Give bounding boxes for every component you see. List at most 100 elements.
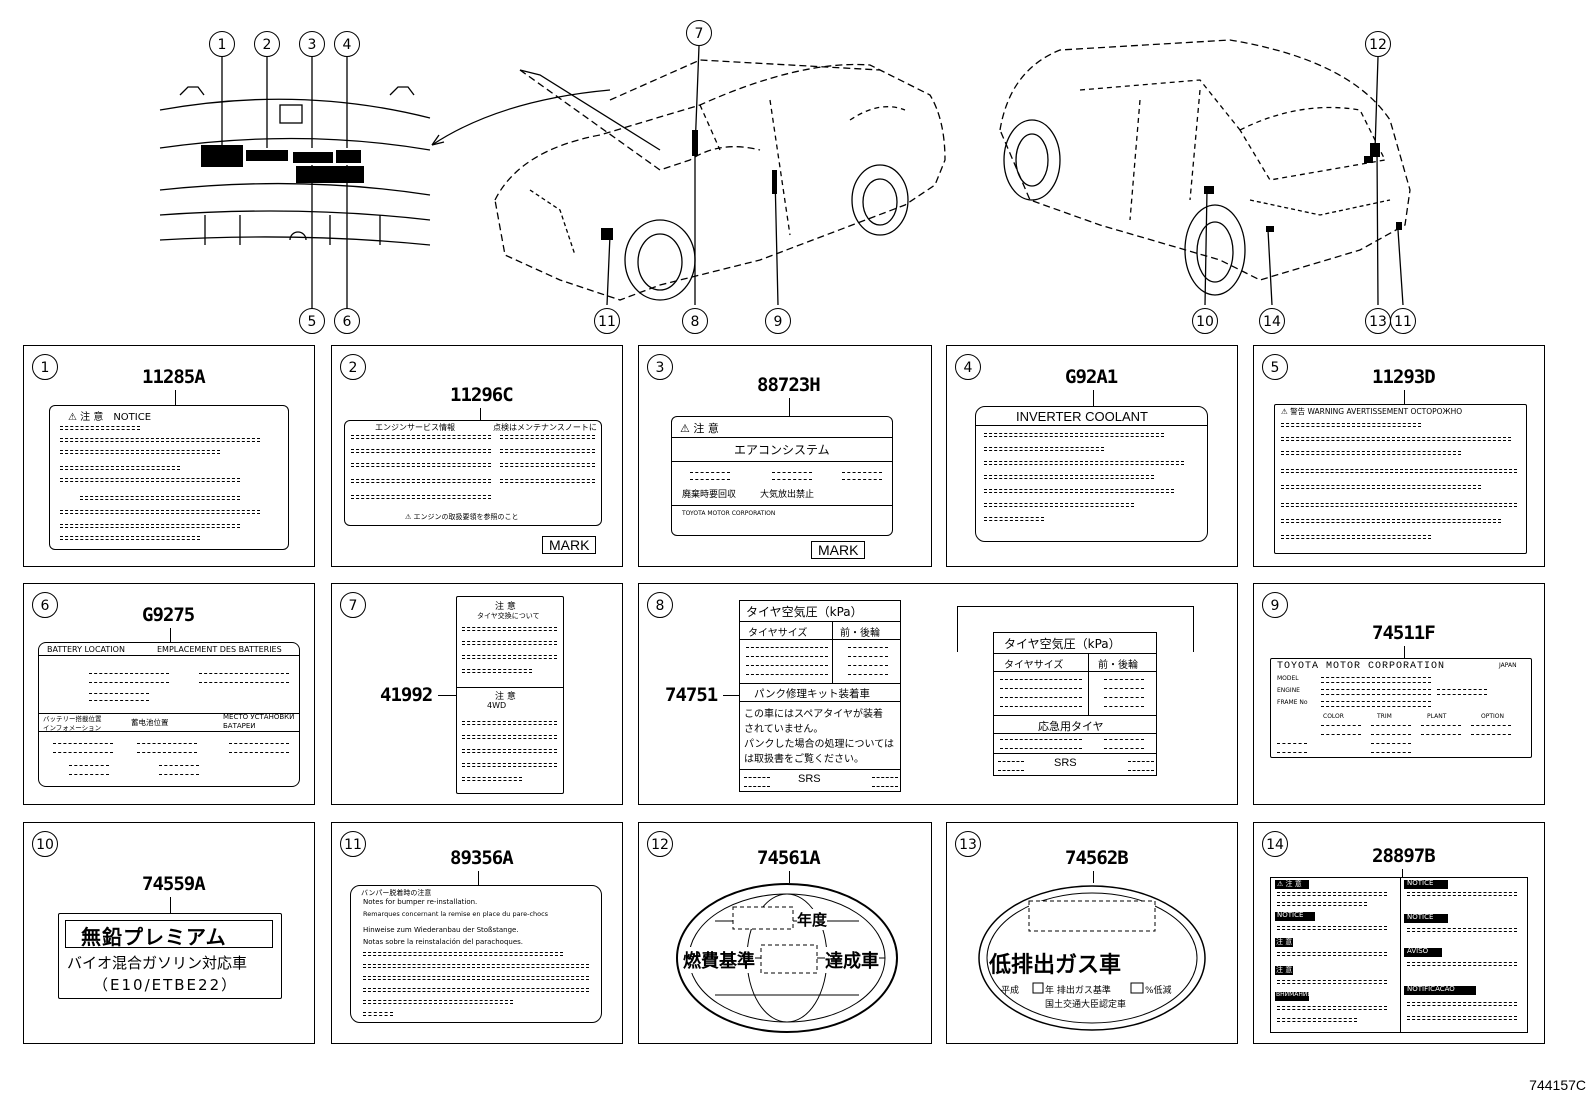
panel-index: 5 — [1262, 354, 1288, 380]
overview-callout: 11 — [594, 308, 620, 334]
overview-callout: 3 — [299, 31, 325, 57]
label-subheading: 点検はメンテナンスノートに — [493, 423, 597, 432]
label-text: 蓄电池位置 — [131, 718, 169, 727]
column-header: 前・後輪 — [840, 628, 880, 639]
field-label: OPTION — [1481, 713, 1504, 720]
overview-callout: 7 — [686, 20, 712, 46]
label-heading: TOYOTA MOTOR CORPORATION — [1277, 661, 1446, 672]
label-text: この車にはスペアタイヤが装着 — [744, 709, 883, 720]
panel-index: 8 — [647, 592, 673, 618]
vehicle-overview-illustration — [159, 39, 1411, 310]
panel-index: 11 — [340, 831, 366, 857]
tire-pressure-label-a: タイヤ空気圧（kPa） タイヤサイズ 前・後輪 パンク修理キット装着車 この車に… — [739, 600, 901, 792]
overview-callout: 5 — [299, 308, 325, 334]
part-number: 74561A — [757, 847, 821, 869]
field-label: FRAME No — [1277, 699, 1308, 706]
fuel-economy-sticker — [676, 883, 898, 1033]
panel-index: 9 — [1262, 592, 1288, 618]
column-header: 前・後輪 — [1098, 660, 1138, 671]
overview-callout: 6 — [334, 308, 360, 334]
tire-caution-label: 注 意 タイヤ交換について 注 意 4WD — [456, 596, 564, 794]
panel-index: 2 — [340, 354, 366, 380]
label-title: エアコンシステム — [734, 443, 830, 457]
label-heading: エンジンサービス情報 — [375, 423, 455, 432]
notice-label: ⚠ 注 意 NOTICE — [49, 405, 289, 550]
part-number: 74511F — [1372, 622, 1436, 644]
label-heading: INVERTER COOLANT — [1016, 409, 1148, 424]
label-text: 年度 — [797, 909, 828, 930]
label-heading: 低排出ガス車 — [989, 953, 1122, 978]
label-footer: ⚠ エンジンの取扱要領を参照のこと — [405, 513, 519, 521]
label-text: Notas sobre la reinstalación del paracho… — [363, 938, 524, 946]
overview-callout: 10 — [1192, 308, 1218, 334]
label-title: タイヤ空気圧（kPa） — [746, 605, 863, 619]
label-text: Notes for bumper re-installation. — [363, 898, 478, 906]
label-heading: BATTERY LOCATION — [47, 645, 125, 654]
label-text: 達成車 — [825, 947, 879, 973]
label-panel-12: 12 74561A 年度 燃費基準 達成車 — [638, 822, 932, 1044]
part-number: 41992 — [380, 684, 433, 706]
part-number: 89356A — [450, 847, 514, 869]
label-text: Hinweise zum Wiederanbau der Stoßstange. — [363, 926, 519, 934]
label-panel-2: 2 11296C エンジンサービス情報 点検はメンテナンスノートに ⚠ エンジン… — [331, 345, 623, 567]
label-panel-8: 8 74751 タイヤ空気圧（kPa） タイヤサイズ 前・後輪 パンク修理キット… — [638, 583, 1238, 805]
label-text: 大気放出禁止 — [760, 490, 815, 500]
warning-label: ⚠ 警告 WARNING AVERTISSEMENT ОСТОРОЖНО — [1274, 404, 1527, 554]
label-panel-9: 9 74511F TOYOTA MOTOR CORPORATION JAPAN … — [1253, 583, 1545, 805]
label-panel-10: 10 74559A 無鉛プレミアム バイオ混合ガソリン対応車 （E10/ETBE… — [23, 822, 315, 1044]
multilingual-notice-label: ⚠ 注 意 NOTICE NOTICE NOTICE 注 意 AVISO 注 意… — [1270, 877, 1528, 1033]
label-heading: ⚠ 注 意 NOTICE — [68, 412, 152, 423]
overview-callout: 9 — [765, 308, 791, 334]
panel-index: 7 — [340, 592, 366, 618]
label-text: 4WD — [487, 701, 507, 710]
part-number: 74559A — [142, 873, 206, 895]
label-heading: NOTICE — [1407, 913, 1434, 921]
label-text: JAPAN — [1499, 662, 1517, 669]
label-text: 廃棄時要回収 — [682, 490, 737, 500]
part-number: 74562B — [1065, 847, 1129, 869]
label-srs: SRS — [798, 773, 821, 785]
overview-callout: 4 — [334, 31, 360, 57]
label-panel-11: 11 89356A バンパー脱着時の注意 Notes for bumper re… — [331, 822, 623, 1044]
label-text: 年 排出ガス基準 — [1045, 986, 1111, 996]
label-heading: ⚠ 注 意 — [680, 422, 719, 435]
label-heading: 注 意 — [1276, 966, 1293, 974]
overview-callout: 2 — [254, 31, 280, 57]
label-heading: 注 意 — [495, 692, 516, 702]
label-panel-6: 6 G9275 BATTERY LOCATION EMPLACEMENT DES… — [23, 583, 315, 805]
part-number: 11293D — [1372, 366, 1436, 388]
part-number: G92A1 — [1065, 366, 1118, 388]
label-heading: ВНИМАНИЕ — [1276, 991, 1312, 998]
label-text: は取扱書をご覧ください。 — [744, 754, 864, 765]
panel-index: 12 — [647, 831, 673, 857]
column-header: タイヤサイズ — [1004, 660, 1064, 671]
battery-location-label: BATTERY LOCATION EMPLACEMENT DES BATTERI… — [38, 642, 300, 787]
overview-callout: 8 — [682, 308, 708, 334]
label-heading: ⚠ 注 意 — [1277, 880, 1302, 888]
label-heading: バンパー脱着時の注意 — [361, 889, 432, 897]
part-number: 88723H — [757, 374, 821, 396]
label-text: タイヤ交換について — [477, 612, 540, 620]
label-text: %低減 — [1145, 986, 1172, 996]
label-heading: NOTICE — [1277, 911, 1304, 919]
label-text: パンク修理キット装着車 — [754, 688, 871, 700]
field-label: MODEL — [1277, 675, 1299, 682]
label-text: Remarques concernant la remise en place … — [363, 910, 549, 918]
label-text: パンクした場合の処理については — [744, 739, 894, 750]
label-text: 燃費基準 — [683, 947, 755, 973]
vehicle-id-plate: TOYOTA MOTOR CORPORATION JAPAN MODEL ENG… — [1270, 658, 1532, 758]
part-number: 11285A — [142, 366, 206, 388]
label-panel-14: 14 28897B ⚠ 注 意 NOTICE NOTICE NOTICE 注 意… — [1253, 822, 1545, 1044]
overview-callout: 14 — [1259, 308, 1285, 334]
tire-pressure-label-b: タイヤ空気圧（kPa） タイヤサイズ 前・後輪 応急用タイヤ SRS — [993, 632, 1157, 776]
diagram-reference-number: 744157C — [1529, 1077, 1586, 1093]
column-header: タイヤサイズ — [748, 628, 808, 639]
field-label: TRIM — [1377, 713, 1392, 720]
panel-index: 14 — [1262, 831, 1288, 857]
field-label: COLOR — [1323, 713, 1344, 720]
panel-index: 10 — [32, 831, 58, 857]
label-panel-7: 7 41992 注 意 タイヤ交換について 注 意 4WD — [331, 583, 623, 805]
part-number: G9275 — [142, 604, 195, 626]
overview-callout: 12 — [1365, 31, 1391, 57]
panel-index: 6 — [32, 592, 58, 618]
